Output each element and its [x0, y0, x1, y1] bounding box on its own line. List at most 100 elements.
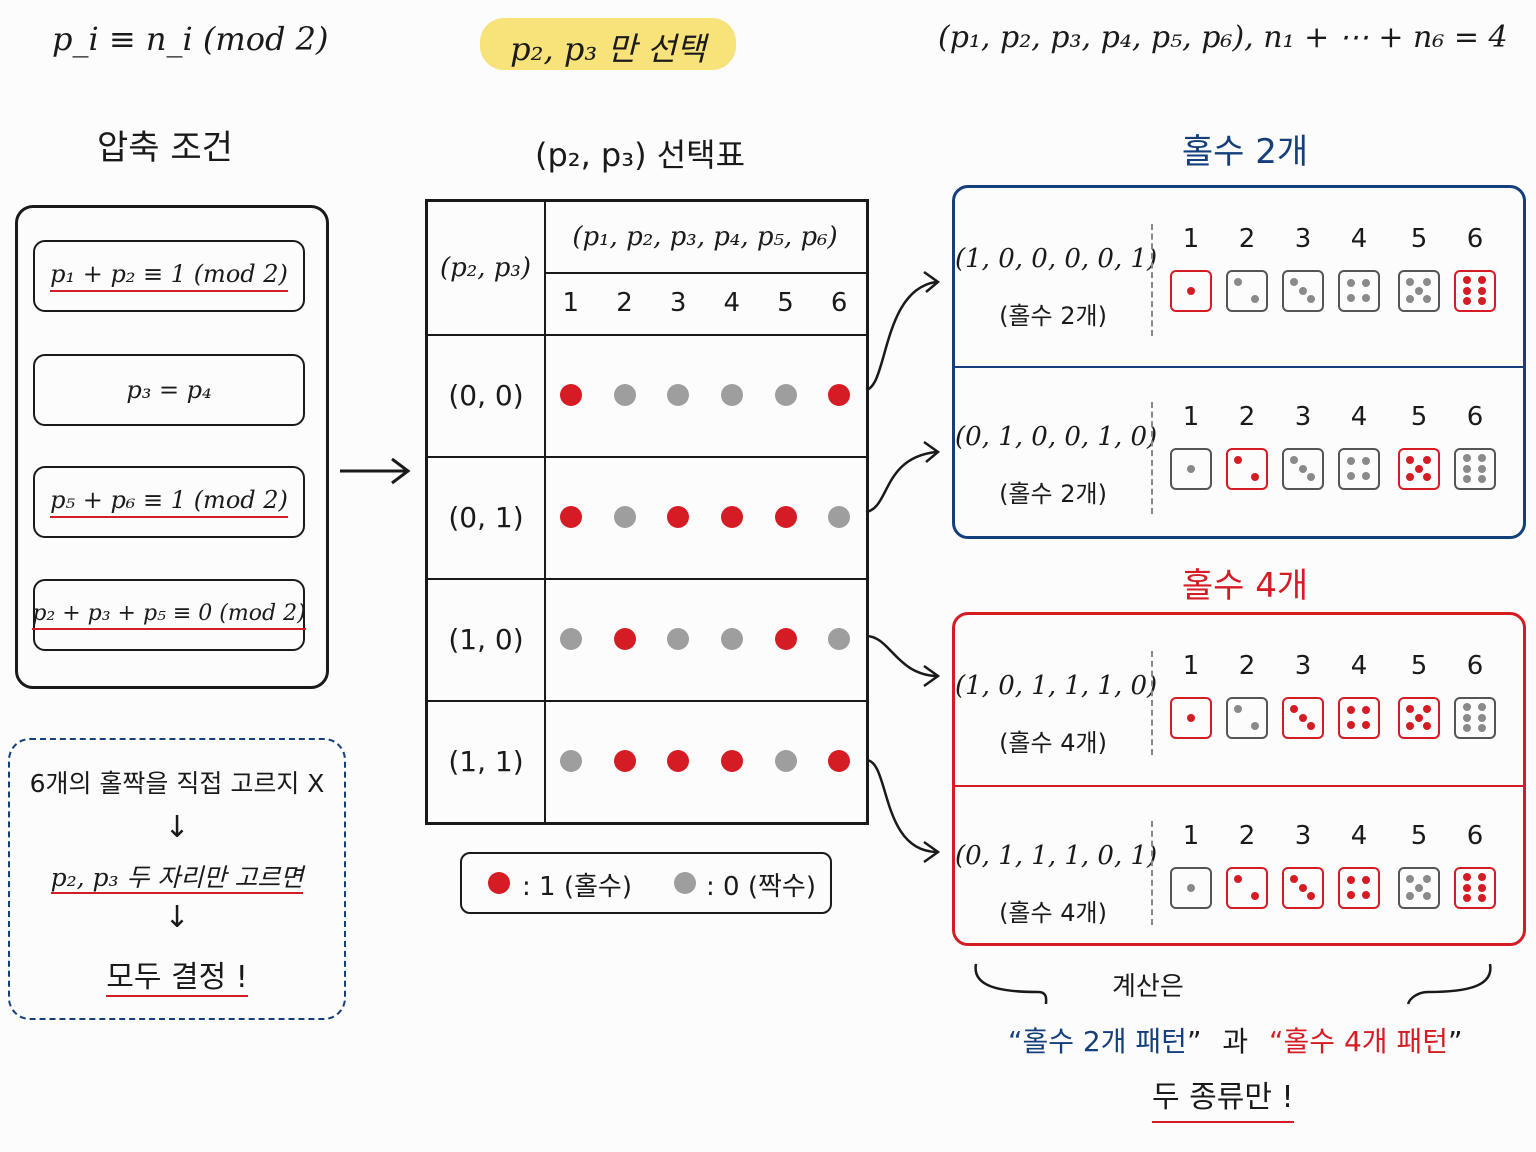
dice-number: 6	[1466, 651, 1484, 681]
header-center: p₂, p₃ 만 선택	[510, 30, 706, 68]
die-pip	[1361, 279, 1370, 288]
die-2-odd	[1226, 448, 1268, 490]
dice-number: 3	[1294, 224, 1312, 254]
even-dot	[667, 628, 690, 650]
die-pip	[1405, 874, 1414, 883]
die-pip	[1477, 286, 1486, 295]
condition-3-text: p₅ + p₆ ≡ 1 (mod 2)	[50, 486, 288, 518]
die-pip	[1477, 296, 1486, 305]
die-pip	[1250, 721, 1259, 730]
dice-number: 3	[1294, 402, 1312, 432]
die-pip	[1477, 883, 1486, 892]
die-pip	[1463, 883, 1472, 892]
footer-conj: 과	[1222, 1025, 1249, 1058]
die-pip	[1477, 893, 1486, 902]
legend-odd: : 1 (홀수)	[522, 872, 632, 902]
dice-number: 3	[1294, 651, 1312, 681]
conditions-title: 압축 조건	[97, 128, 233, 168]
die-pip	[1414, 883, 1423, 892]
die-1-odd	[1170, 270, 1212, 312]
die-pip	[1477, 873, 1486, 882]
dice-number: 5	[1410, 224, 1428, 254]
die-pip	[1477, 474, 1486, 483]
die-pip	[1347, 471, 1356, 480]
die-pip	[1307, 722, 1316, 731]
die-pip	[1347, 720, 1356, 729]
die-pip	[1423, 874, 1431, 883]
die-pip	[1298, 286, 1307, 295]
footer-line-1: 계산은	[1112, 972, 1184, 1002]
even-dot	[720, 384, 743, 406]
footer-pattern-4: 홀수 4개 패턴	[1283, 1025, 1448, 1058]
note-line-3: 모두 결정 !	[106, 960, 248, 997]
die-pip	[1361, 876, 1370, 885]
even-dot	[559, 750, 582, 772]
even-dot	[828, 506, 851, 528]
die-pip	[1307, 295, 1316, 304]
die-pip	[1414, 464, 1423, 473]
condition-1-text: p₁ + p₂ ≡ 1 (mod 2)	[50, 260, 288, 292]
condition-4-text: p₂ + p₃ + p₅ ≡ 0 (mod 2)	[32, 601, 306, 630]
odd-dot	[667, 750, 690, 772]
die-pip	[1405, 295, 1414, 303]
die-pip	[1405, 722, 1414, 730]
dice-number: 6	[1466, 821, 1484, 851]
condition-4: p₂ + p₃ + p₅ ≡ 0 (mod 2)	[32, 579, 306, 651]
die-6-odd	[1454, 270, 1496, 312]
header-right: (p₁, p₂, p₃, p₄, p₅, p₆), n₁ + ⋯ + n₆ = …	[938, 20, 1508, 55]
die-4-even	[1338, 270, 1380, 312]
die-pip	[1347, 457, 1356, 466]
dice-number: 5	[1410, 402, 1428, 432]
legend: : 1 (홀수) : 0 (짝수)	[460, 852, 832, 914]
die-3-odd	[1282, 697, 1324, 739]
dice-number: 1	[1182, 402, 1200, 432]
footer-quote-close-1: ”	[1186, 1025, 1202, 1058]
die-pip	[1477, 464, 1486, 473]
die-5-odd	[1398, 697, 1440, 739]
die-6-odd	[1454, 867, 1496, 909]
die-pip	[1298, 464, 1307, 473]
die-pip	[1186, 883, 1195, 892]
die-4-odd	[1338, 697, 1380, 739]
dice-number: 5	[1410, 821, 1428, 851]
die-6-even	[1454, 697, 1496, 739]
odd-dot	[613, 750, 636, 772]
die-5-odd	[1398, 448, 1440, 490]
footer-bracket	[974, 963, 1492, 1005]
die-6-even	[1454, 448, 1496, 490]
die-pip	[1463, 713, 1472, 722]
die-1-even	[1170, 867, 1212, 909]
even-dot	[774, 384, 797, 406]
dice-number: 2	[1238, 402, 1256, 432]
die-pip	[1234, 705, 1243, 714]
footer-quote-open-2: “	[1269, 1025, 1284, 1058]
die-pip	[1405, 892, 1414, 900]
odd-dot	[720, 750, 743, 772]
pattern-label: (홀수 2개)	[999, 480, 1107, 508]
die-pip	[1477, 723, 1486, 732]
footer-quote-open-1: “	[1008, 1025, 1023, 1058]
die-3-even	[1282, 448, 1324, 490]
die-pip	[1423, 277, 1431, 286]
footer-line-2: “홀수 2개 패턴” 과 “홀수 4개 패턴”	[1008, 1020, 1462, 1060]
conditions-box	[15, 205, 329, 689]
die-2-even	[1226, 270, 1268, 312]
dice-number: 6	[1466, 402, 1484, 432]
die-5-even	[1398, 270, 1440, 312]
table-row-label: (1, 1)	[448, 744, 524, 778]
die-pip	[1463, 474, 1472, 483]
table-col-6: 6	[830, 288, 848, 318]
table-row-header: (p₂, p₃)	[440, 253, 531, 283]
header-highlight	[480, 18, 736, 70]
dice-number: 4	[1350, 402, 1368, 432]
even-dot	[613, 506, 636, 528]
condition-2-text: p₃ = p₄	[126, 376, 212, 404]
die-pip	[1361, 706, 1370, 715]
die-pip	[1414, 713, 1423, 722]
dice-number: 5	[1410, 651, 1428, 681]
footer-quote-close-2: ”	[1447, 1025, 1463, 1058]
die-pip	[1307, 473, 1316, 482]
die-pip	[1234, 456, 1243, 465]
